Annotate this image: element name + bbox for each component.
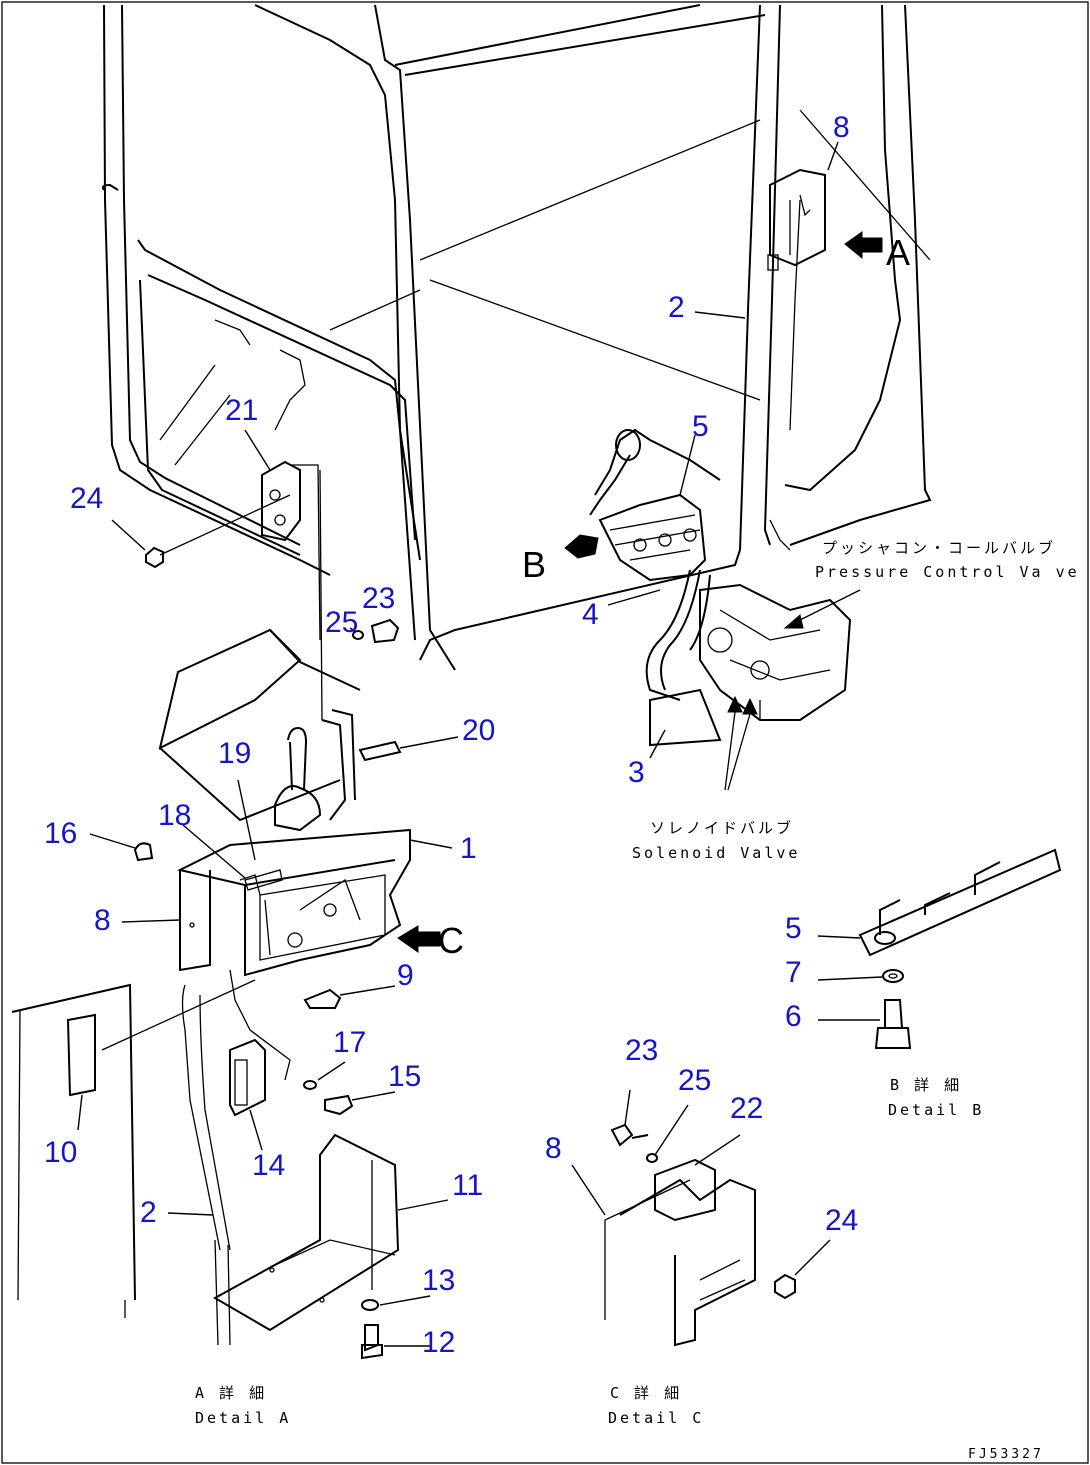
solenoid-jp-label: ソレノイドバルブ — [650, 819, 794, 837]
callout-8-detail: 8 — [545, 1132, 562, 1165]
callout-7: 7 — [785, 956, 802, 989]
callout-4: 4 — [582, 598, 599, 631]
arrow-a-icon — [844, 231, 883, 260]
callout-24-detail: 24 — [825, 1204, 858, 1237]
callout-8-left: 8 — [94, 904, 111, 937]
valve-wiring — [589, 428, 861, 747]
callout-14: 14 — [252, 1149, 285, 1182]
callout-6: 6 — [785, 1000, 802, 1033]
nut-24-top — [145, 546, 164, 569]
callout-23-top: 23 — [362, 582, 395, 615]
view-letters: A B C — [438, 232, 910, 961]
callout-11: 11 — [452, 1169, 483, 1202]
view-letter-a: A — [886, 232, 910, 273]
callout-5-detail: 5 — [785, 912, 802, 945]
arrow-c-icon — [397, 925, 441, 953]
detail-a-en-label: Detail A — [195, 1409, 291, 1427]
callout-24-left: 24 — [70, 482, 103, 515]
pressure-control-en-label: Pressure Control Va ve — [815, 563, 1080, 581]
callout-2-bottom: 2 — [140, 1196, 157, 1229]
callout-20: 20 — [462, 714, 495, 747]
detail-b-jp-label: B 詳 細 — [890, 1076, 962, 1094]
callout-22: 22 — [730, 1092, 763, 1125]
callout-5-top: 5 — [692, 410, 709, 443]
detail-c-jp-label: C 詳 細 — [610, 1384, 682, 1402]
detail-a-jp-label: A 詳 細 — [195, 1384, 267, 1402]
callout-25-top: 25 — [325, 606, 358, 639]
callout-17: 17 — [333, 1026, 366, 1059]
callout-25-detail: 25 — [678, 1064, 711, 1097]
cab-frame — [101, 4, 932, 671]
callout-3: 3 — [628, 756, 645, 789]
solenoid-en-label: Solenoid Valve — [632, 844, 800, 862]
callout-10: 10 — [44, 1136, 77, 1169]
callout-12: 12 — [422, 1326, 455, 1359]
callout-13: 13 — [422, 1264, 455, 1297]
view-letter-b: B — [522, 544, 546, 585]
callout-16: 16 — [44, 817, 77, 850]
text-labels: プッシャコン・コールバルブ Pressure Control Va ve ソレノ… — [195, 539, 1080, 1462]
callouts: 8 2 5 21 24 25 23 4 20 3 19 18 16 1 8 9 … — [44, 111, 858, 1359]
view-letter-c: C — [438, 920, 464, 961]
callout-18: 18 — [158, 799, 191, 832]
control-box — [11, 469, 411, 1360]
callout-2-top: 2 — [668, 291, 685, 324]
view-arrows — [397, 231, 883, 953]
drawing-number: FJ53327 — [968, 1447, 1044, 1462]
detail-c-en-label: Detail C — [608, 1409, 704, 1427]
callout-15: 15 — [388, 1060, 421, 1093]
detail-b-en-label: Detail B — [888, 1101, 984, 1119]
callout-21: 21 — [225, 394, 258, 427]
pressure-control-jp-label: プッシャコン・コールバルブ — [822, 539, 1056, 557]
detail-b — [858, 848, 1062, 1049]
callout-1: 1 — [460, 832, 477, 865]
callout-19: 19 — [218, 737, 251, 770]
arrow-b-icon — [564, 534, 599, 559]
callout-9: 9 — [397, 959, 414, 992]
detail-c — [604, 1123, 796, 1347]
callout-8-top: 8 — [833, 111, 850, 144]
bracket-21 — [159, 460, 321, 641]
callout-23-detail: 23 — [625, 1034, 658, 1067]
leader-lines — [77, 141, 883, 1347]
